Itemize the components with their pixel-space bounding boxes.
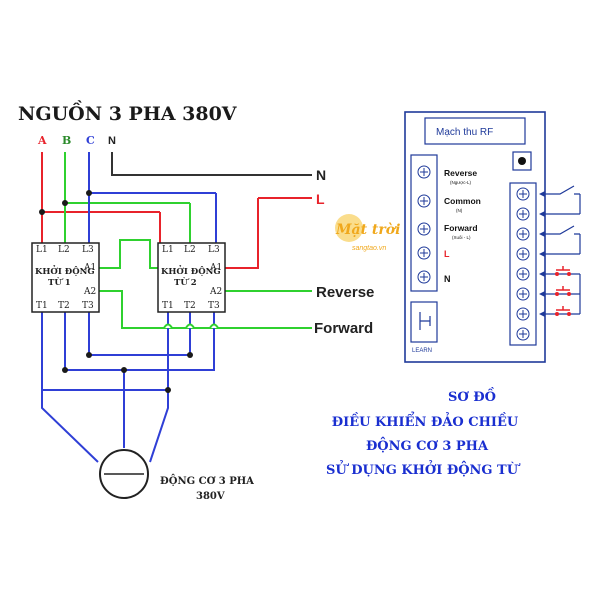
c2-l3: L3: [208, 245, 220, 255]
c1-a1: A1: [83, 263, 96, 273]
c1-a2: A2: [83, 287, 96, 297]
caption-line-1: SƠ ĐỒ: [448, 387, 496, 405]
c1-l1: L1: [36, 245, 48, 255]
rf-common-label: Common: [444, 196, 481, 206]
reverse-label: Reverse: [316, 284, 374, 301]
motor-label-line2: 380V: [196, 491, 225, 502]
rf-reverse-sub: (Ngược-L): [450, 180, 471, 185]
rf-learn-label: LEARN: [412, 348, 432, 354]
rf-module-title: Mạch thu RF: [436, 127, 493, 138]
phase-b-label: B: [62, 134, 71, 147]
c1-t1: T1: [36, 301, 48, 311]
junction-dots: [39, 190, 193, 393]
watermark-logo: Mặt trời sangtao.vn: [335, 214, 400, 252]
c2-l2: L2: [184, 245, 196, 255]
learn-button-icon: [419, 312, 431, 330]
n-line-label: N: [316, 167, 326, 183]
rf-n-label: N: [444, 274, 451, 284]
phase-n-label: N: [108, 135, 116, 147]
c2-name-line2: TỪ 2: [174, 276, 197, 288]
right-terminals: [516, 187, 530, 341]
c1-l3: L3: [82, 245, 94, 255]
rf-receiver-module: Mạch thu RF Reverse (Ngược-L) Common (N)…: [404, 111, 546, 363]
caption-line-3: ĐỘNG CƠ 3 PHA: [366, 437, 489, 454]
c2-a1: A1: [209, 263, 222, 273]
status-led-icon: [518, 157, 526, 165]
rf-common-sub: (N): [456, 208, 463, 213]
c2-name-line1: KHỞI ĐỘNG: [161, 264, 221, 277]
terminal-arrows: [539, 191, 545, 317]
rf-reverse-label: Reverse: [444, 168, 477, 178]
rf-forward-sub: (Xuôi - L): [452, 235, 471, 240]
rf-l-label: L: [444, 249, 450, 259]
phase-a-label: A: [37, 134, 47, 147]
c1-name-line2: TỪ 1: [48, 276, 71, 288]
c2-a2: A2: [209, 287, 222, 297]
motor-label-line1: ĐỘNG CƠ 3 PHA: [160, 475, 254, 487]
phase-c-label: C: [86, 134, 95, 147]
watermark-brand: Mặt trời: [335, 222, 400, 238]
contactor-2: L1 L2 L3 KHỞI ĐỘNG TỪ 2 A1 A2 T1 T2 T3: [157, 242, 226, 313]
l-line-label: L: [316, 191, 325, 207]
forward-label: Forward: [314, 320, 373, 337]
motor-symbol: [99, 449, 149, 499]
caption-line-2: ĐIỀU KHIỂN ĐẢO CHIỀU: [332, 411, 519, 430]
contactor-1: L1 L2 L3 KHỞI ĐỘNG TỪ 1 A1 A2 T1 T2 T3: [31, 242, 100, 313]
c1-name-line1: KHỞI ĐỘNG: [35, 264, 95, 277]
c2-l1: L1: [162, 245, 174, 255]
push-buttons: [555, 266, 571, 316]
left-terminals: [417, 165, 431, 284]
c1-t2: T2: [58, 301, 70, 311]
c2-t1: T1: [162, 301, 174, 311]
caption-line-4: SỬ DỤNG KHỞI ĐỘNG TỪ: [326, 460, 521, 478]
wire-crossings: [163, 323, 219, 329]
c2-t2: T2: [184, 301, 196, 311]
rf-forward-label: Forward: [444, 223, 478, 233]
c2-t3: T3: [208, 301, 220, 311]
c1-t3: T3: [82, 301, 94, 311]
diagram-title: NGUỒN 3 PHA 380V: [18, 100, 238, 125]
external-switches: [541, 185, 581, 315]
watermark-site: sangtao.vn: [352, 245, 386, 252]
c1-l2: L2: [58, 245, 70, 255]
